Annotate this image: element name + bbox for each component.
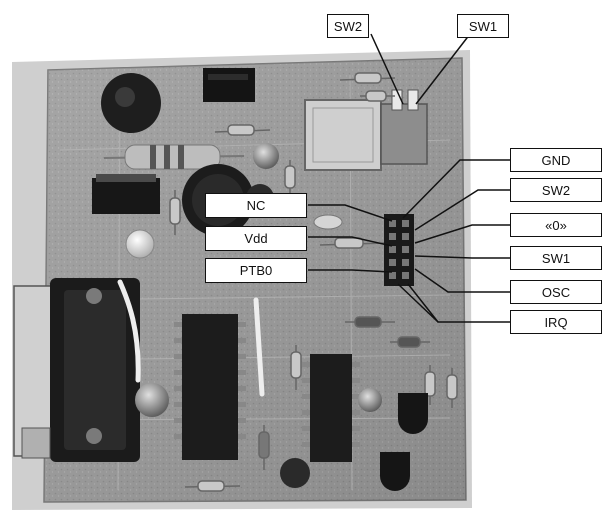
led (125, 229, 155, 259)
black-component (203, 68, 255, 102)
callout-right-sw2: SW2 (510, 178, 602, 202)
transistor (398, 393, 428, 434)
callout-irq: IRQ (510, 310, 602, 334)
callout-top-sw2: SW2 (327, 14, 369, 38)
wire-group (117, 279, 265, 397)
buzzer (101, 73, 161, 133)
power-resistor (103, 144, 245, 170)
callout-ptb0: PTB0 (205, 258, 307, 283)
callout-zero: «0» (510, 213, 602, 237)
callout-right-sw1: SW1 (510, 246, 602, 270)
crystal-oscillator (304, 99, 382, 171)
microcontroller-chip (174, 314, 246, 460)
bottom-capacitor (135, 383, 382, 488)
callout-top-sw1: SW1 (457, 14, 509, 38)
ceramic-capacitor (313, 214, 343, 230)
resistor-group-vertical (169, 160, 458, 470)
driver-chip (302, 354, 360, 462)
small-capacitor (253, 143, 279, 169)
callout-vdd: Vdd (205, 226, 307, 251)
callout-gnd: GND (510, 148, 602, 172)
callout-osc: OSC (510, 280, 602, 304)
voltage-regulator (92, 174, 160, 214)
serial-connector (13, 278, 140, 462)
callout-nc: NC (205, 193, 307, 218)
transistor (380, 452, 410, 491)
pin-header (384, 214, 414, 286)
